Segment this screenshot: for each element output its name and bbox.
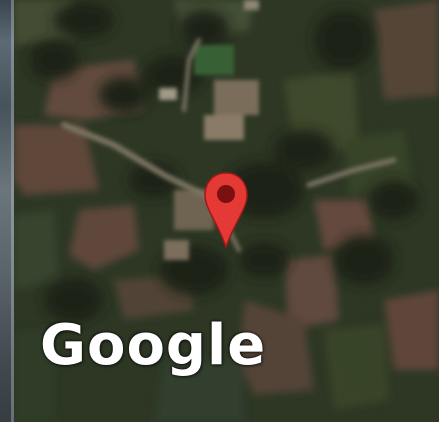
map-pin-icon[interactable] — [203, 171, 249, 249]
adjacent-tile-strip — [0, 0, 14, 422]
google-logo: Google — [40, 313, 267, 378]
satellite-imagery — [14, 0, 439, 422]
